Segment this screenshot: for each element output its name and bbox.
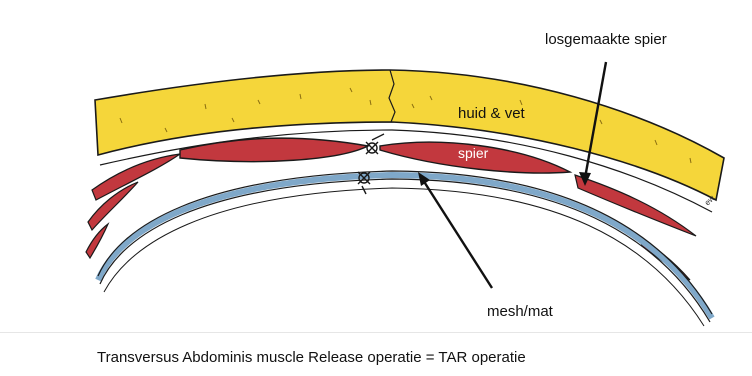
released-muscle-right-1 — [575, 175, 696, 236]
arrow-mesh — [418, 172, 492, 288]
skin-fat-layer — [95, 70, 724, 200]
released-muscle-left-1 — [92, 154, 180, 200]
label-muscle: spier — [458, 145, 488, 161]
released-muscle-left-3 — [86, 224, 108, 258]
label-mesh: mesh/mat — [487, 303, 553, 320]
muscle-left — [180, 138, 368, 161]
label-skin-fat: huid & vet — [458, 105, 525, 122]
caption-divider — [0, 332, 752, 333]
figure-caption: Transversus Abdominis muscle Release ope… — [97, 349, 526, 366]
label-released-muscle: losgemaakte spier — [545, 31, 667, 48]
